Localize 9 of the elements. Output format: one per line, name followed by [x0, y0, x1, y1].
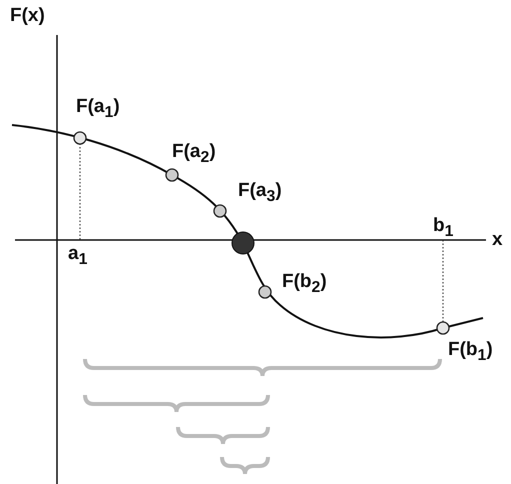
tick-label: a$_{1}$ [68, 244, 88, 268]
tick-label: b$_{1}$ [433, 216, 454, 240]
axis-label: x [492, 230, 503, 249]
point-label: F(b$_{1}$) [448, 340, 493, 364]
axis-label: F(x) [10, 6, 45, 25]
point-label: F(a$_{1}$) [76, 97, 120, 121]
point-label: F(b$_{2}$) [282, 272, 327, 296]
point-label: F(a$_{3}$) [238, 181, 282, 205]
point-label: F(a$_{2}$) [172, 142, 216, 166]
